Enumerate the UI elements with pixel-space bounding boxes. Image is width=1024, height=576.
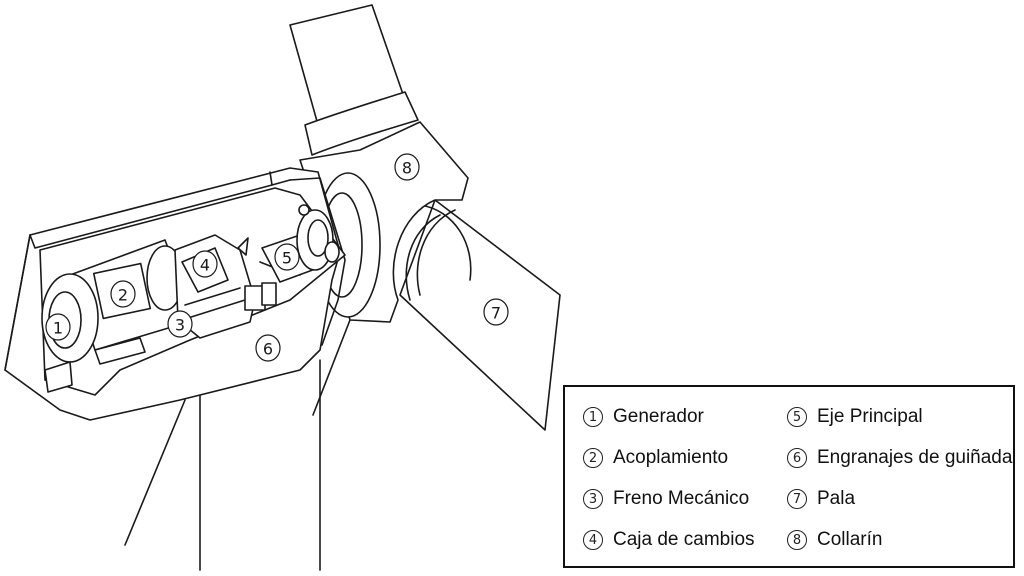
tower (124, 319, 351, 571)
callout-6: 6 (255, 334, 281, 362)
legend-label: Pala (817, 488, 856, 509)
legend-number: 3 (583, 489, 603, 509)
legend-item-coupling: 2 Acoplamiento (583, 444, 728, 472)
legend-number: 4 (583, 530, 603, 550)
svg-text:7: 7 (491, 304, 501, 323)
callout-7: 7 (483, 298, 509, 326)
svg-text:4: 4 (200, 256, 210, 275)
legend-number: 1 (583, 407, 603, 427)
legend-item-mechanical-brake: 3 Freno Mecánico (583, 485, 749, 513)
legend-item-main-shaft: 5 Eje Principal (787, 403, 923, 431)
legend-number: 8 (787, 530, 807, 550)
legend-box: 1 Generador 2 Acoplamiento 3 Freno Mecán… (563, 385, 1015, 568)
legend-item-gearbox: 4 Caja de cambios (583, 526, 755, 554)
legend-number: 5 (787, 407, 807, 427)
callout-2: 2 (110, 280, 136, 308)
legend-number: 7 (787, 489, 807, 509)
callout-5: 5 (274, 243, 300, 271)
callout-4: 4 (192, 250, 218, 278)
legend-label: Caja de cambios (613, 529, 755, 550)
svg-text:6: 6 (263, 340, 273, 359)
legend-item-blade: 7 Pala (787, 485, 855, 513)
svg-text:2: 2 (118, 286, 128, 305)
callout-3: 3 (167, 310, 193, 338)
right-blade (399, 199, 561, 431)
legend-number: 2 (583, 448, 603, 468)
legend-label: Collarín (817, 529, 883, 550)
legend-label: Engranajes de guiñada (817, 447, 1013, 468)
legend-item-yaw-gears: 6 Engranajes de guiñada (787, 444, 1012, 472)
legend-label: Eje Principal (817, 406, 923, 427)
legend-label: Freno Mecánico (613, 488, 750, 509)
legend-item-collar: 8 Collarín (787, 526, 882, 554)
svg-text:3: 3 (175, 316, 185, 335)
legend-number: 6 (787, 448, 807, 468)
svg-text:8: 8 (402, 159, 412, 178)
legend-item-generator: 1 Generador (583, 403, 704, 431)
legend-label: Generador (613, 406, 704, 427)
collar (299, 121, 469, 323)
callout-1: 1 (45, 313, 71, 341)
svg-text:1: 1 (53, 319, 63, 338)
callout-8: 8 (394, 153, 420, 181)
legend-label: Acoplamiento (613, 447, 729, 468)
upper-blade (289, 4, 419, 156)
svg-text:5: 5 (282, 249, 292, 268)
